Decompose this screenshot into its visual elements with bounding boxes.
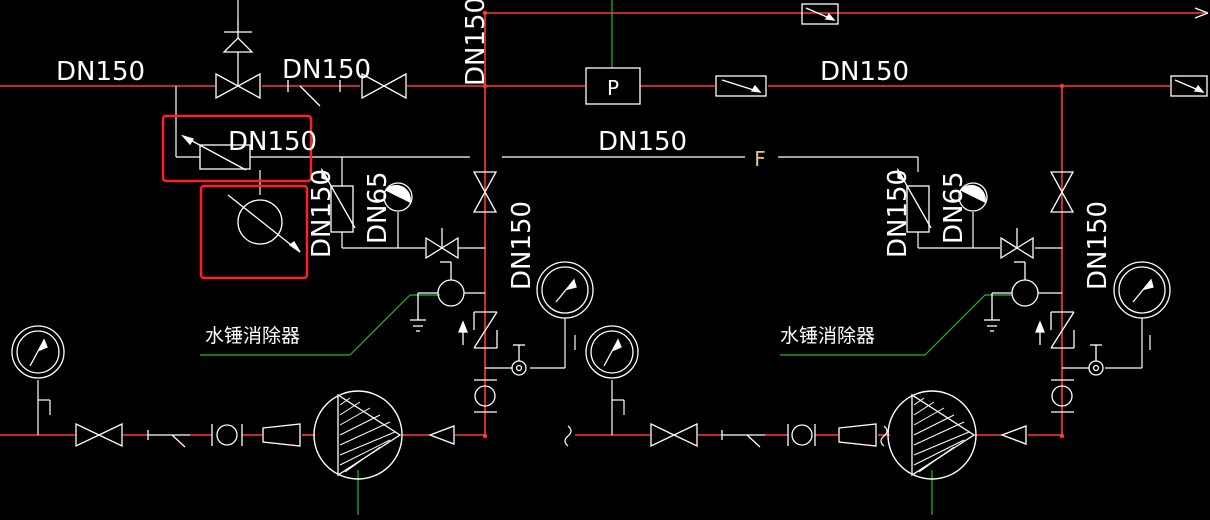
leader-lines (200, 294, 1012, 515)
pressure-gauges (11, 261, 1171, 379)
label-dn150-left-riser: DN150 (507, 201, 537, 290)
break-marks (564, 425, 888, 447)
label-dn65-right: DN65 (939, 171, 969, 244)
label-dn150-right-meter: DN150 (883, 169, 913, 258)
label-dn150-bypass: DN150 (228, 127, 317, 157)
label-dn150-upper-left: DN150 (56, 57, 145, 87)
label-dn150-middle: DN150 (598, 127, 687, 157)
label-dn65-left: DN65 (363, 171, 393, 244)
label-dn150-right-riser: DN150 (1083, 201, 1113, 290)
bypass-meter (181, 134, 301, 253)
strainers (147, 423, 1027, 448)
pump-left (313, 390, 403, 480)
label-dn150-check: DN150 (282, 55, 371, 85)
label-dn150-riser-top: DN150 (461, 0, 491, 86)
label-dn150-left-meter: DN150 (307, 169, 337, 258)
junction-dots (482, 10, 1065, 439)
dn65-dials (383, 182, 988, 212)
pump-right (887, 390, 977, 480)
highlight-boxes (161, 114, 313, 280)
gate-valves (75, 18, 1075, 448)
branch-lines (37, 0, 1151, 435)
pressure-tag-box (585, 67, 641, 105)
label-water-hammer-right: 水锤消除器 (780, 325, 875, 347)
label-water-hammer-left: 水锤消除器 (205, 325, 300, 347)
pipe-network (0, 12, 1205, 436)
riser-check-valves (458, 311, 1104, 413)
pressure-tag-label: P (607, 76, 619, 100)
label-dn150-right: DN150 (820, 57, 909, 87)
flow-tag-label: F (754, 147, 766, 171)
vertical-meters (321, 167, 932, 233)
water-hammer-arrestor (410, 261, 1062, 332)
inline-meters (715, 3, 1209, 97)
supply-check-valve (287, 80, 341, 107)
